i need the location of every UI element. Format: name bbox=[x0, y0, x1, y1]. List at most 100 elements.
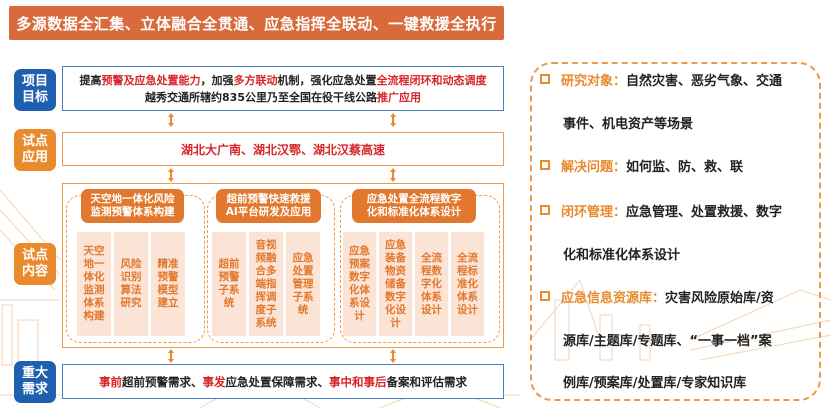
tag-line: 目标 bbox=[21, 90, 48, 105]
cell-line: 精准 bbox=[157, 258, 179, 270]
cell-line: 应急 bbox=[349, 245, 370, 257]
cell-line: 子系 bbox=[292, 290, 314, 303]
cell-line: 程标 bbox=[457, 264, 478, 277]
cell-line: 物资 bbox=[385, 264, 406, 277]
group-head-ai-platform: 超前预警快速救援 AI平台研发及应用 bbox=[216, 189, 321, 223]
cell-equipment-digitization: 应急装备物资储备数字化设计 bbox=[379, 232, 412, 336]
cell-line: 算法 bbox=[120, 284, 142, 296]
tag-pilot-application: 试点 应用 bbox=[14, 129, 56, 171]
cell-line: 统 bbox=[223, 297, 235, 309]
cell-process-digitization: 全流程数字化体系设计 bbox=[415, 232, 448, 336]
cell-line: 计 bbox=[390, 316, 401, 329]
page-title: 多源数据全汇集、立体融合全贯通、应急指挥全联动、一键救援全执行 bbox=[9, 6, 504, 40]
double-arrow-icon bbox=[168, 168, 174, 182]
cell-av-command-subsystem: 音视频融合多端指挥调度子系统 bbox=[249, 232, 283, 336]
cell-line: 模型 bbox=[157, 284, 179, 296]
cell-line: 应急 bbox=[385, 238, 406, 251]
tag-line: 需求 bbox=[21, 382, 48, 397]
cell-line: 体系 bbox=[457, 290, 478, 303]
cell-line: 预警 bbox=[157, 271, 179, 283]
square-bullet-icon bbox=[540, 205, 550, 215]
item-resource-library-cont: 例库/预案库/处置库/专家知识库 bbox=[563, 372, 747, 391]
cell-line: 频融 bbox=[255, 251, 277, 264]
tag-line: 内容 bbox=[21, 264, 48, 279]
highlight-seg: 事中和事后 bbox=[329, 374, 387, 389]
cell-early-warning-subsystem: 超前预警子系统 bbox=[212, 232, 246, 336]
cell-line: 构建 bbox=[83, 310, 105, 322]
cell-line: 管理 bbox=[292, 277, 314, 290]
square-bullet-icon bbox=[540, 74, 550, 84]
item-text: 例库/预案库/处置库/专家知识库 bbox=[563, 375, 747, 391]
text-seg: 备案和评估需求 bbox=[386, 374, 468, 389]
double-arrow-icon bbox=[168, 113, 174, 127]
cell-line: 系设 bbox=[349, 297, 370, 309]
item-key: 研究对象： bbox=[561, 73, 627, 89]
double-arrow-icon bbox=[168, 349, 174, 363]
cell-line: 体系 bbox=[83, 297, 105, 309]
item-problem-solved: 解决问题： 如何监、防、救、联 bbox=[540, 156, 744, 175]
item-resource-library-cont: 源库/主题库/专题库、“一事一档”案 bbox=[563, 330, 772, 349]
tag-line: 试点 bbox=[21, 248, 48, 263]
cell-line: 预警 bbox=[218, 271, 240, 283]
head-line: 化和标准化体系设计 bbox=[366, 206, 462, 218]
item-text: 事件、机电资产等场景 bbox=[563, 116, 694, 132]
needs-line: 事前超前预警需求、事发应急处置保障需求、事中和事后备案和评估需求 bbox=[99, 374, 467, 390]
double-arrow-icon bbox=[390, 113, 396, 127]
highlight-seg: 预警及应急处置能力 bbox=[101, 73, 201, 87]
highlight-seg: 推广应用 bbox=[376, 90, 421, 104]
cell-line: 化体 bbox=[349, 284, 370, 296]
text-seg: 应急处置保障需求、 bbox=[225, 374, 330, 389]
item-closed-loop-cont: 化和标准化体系设计 bbox=[563, 244, 680, 263]
cell-line: 程数 bbox=[421, 264, 442, 277]
item-text: 应急管理、处置救援、数字 bbox=[626, 204, 783, 220]
head-line: 超前预警快速救援 bbox=[226, 193, 311, 205]
cell-line: 字化 bbox=[421, 277, 442, 290]
item-text: 自然灾害、恶劣气象、交通 bbox=[626, 73, 783, 89]
item-text: 源库/主题库/专题库、“一事一档”案 bbox=[563, 333, 772, 349]
item-resource-library: 应急信息资源库： 灾害风险原始库/资 bbox=[540, 287, 774, 306]
goal-line-2: 越秀交通所辖约835公里乃至全国在役干线公路推广应用 bbox=[145, 89, 421, 106]
tag-line: 应用 bbox=[21, 150, 48, 165]
cell-line: 建立 bbox=[157, 297, 179, 309]
cell-risk-algorithm: 风险识别算法研究 bbox=[114, 232, 148, 336]
cell-line: 子系 bbox=[218, 284, 240, 296]
highlight-seg: 事前 bbox=[99, 374, 122, 389]
cell-line: 挥调 bbox=[255, 290, 277, 303]
cell-line: 体化 bbox=[83, 271, 105, 283]
cell-line: 设计 bbox=[421, 303, 442, 316]
tag-line: 试点 bbox=[21, 134, 48, 149]
cell-line: 装备 bbox=[385, 251, 406, 264]
cell-line: 天空 bbox=[83, 245, 105, 257]
cell-line: 计 bbox=[354, 310, 365, 322]
cell-line: 数字 bbox=[349, 271, 370, 283]
head-line: 监测预警体系构建 bbox=[90, 206, 175, 218]
cell-process-standardization: 全流程标准化体系设计 bbox=[451, 232, 484, 336]
item-research-object: 研究对象： 自然灾害、恶劣气象、交通 bbox=[540, 70, 783, 89]
goal-line-1: 提高预警及应急处置能力，加强多方联动机制，强化应急处置全流程闭环和动态调度 bbox=[80, 72, 487, 89]
cell-line: 数字 bbox=[385, 290, 406, 303]
cell-line: 端指 bbox=[255, 277, 277, 290]
item-text: 如何监、防、救、联 bbox=[626, 159, 744, 175]
item-closed-loop: 闭环管理： 应急管理、处置救援、数字 bbox=[540, 201, 783, 220]
tag-line: 项目 bbox=[21, 74, 48, 89]
cell-line: 设计 bbox=[457, 303, 478, 316]
cell-line: 系统 bbox=[255, 316, 277, 329]
highlight-seg: 全流程闭环和动态调度 bbox=[376, 73, 487, 87]
pilot-routes: 湖北大广南、湖北汉鄂、湖北汉蔡高速 bbox=[180, 142, 385, 157]
highlight-seg: 事发 bbox=[202, 374, 226, 389]
cell-warning-model: 精准预警模型建立 bbox=[151, 232, 185, 336]
text-seg: ，加强 bbox=[200, 73, 234, 87]
group-head-risk-monitoring: 天空地一体化风险 监测预警体系构建 bbox=[81, 189, 184, 223]
cell-plan-digitization: 应急预案数字化体系设计 bbox=[343, 232, 376, 336]
cell-line: 化设 bbox=[385, 303, 406, 316]
cell-line: 全流 bbox=[421, 251, 442, 264]
cell-line: 全流 bbox=[457, 251, 478, 264]
item-key: 应急信息资源库： bbox=[561, 290, 666, 306]
cell-line: 储备 bbox=[385, 277, 406, 290]
text-seg: 超前预警需求、 bbox=[122, 374, 203, 389]
cell-line: 度子 bbox=[255, 303, 277, 316]
head-line: AI平台研发及应用 bbox=[225, 206, 312, 218]
cell-emergency-mgmt-subsystem: 应急处置管理子系统 bbox=[286, 232, 320, 336]
cell-line: 音视 bbox=[255, 238, 277, 251]
major-needs-box: 事前超前预警需求、事发应急处置保障需求、事中和事后备案和评估需求 bbox=[62, 364, 504, 399]
